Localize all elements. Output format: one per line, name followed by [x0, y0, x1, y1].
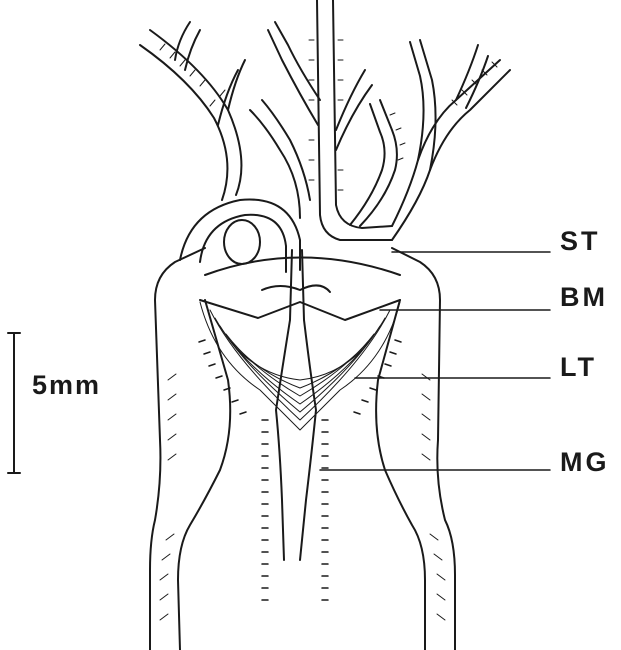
body-outline [150, 248, 455, 650]
leader-lines [320, 252, 550, 470]
scale-bar-label: 5mm [32, 372, 101, 399]
tracheal-taenidia [160, 40, 497, 190]
midgut-tube [262, 250, 330, 560]
tracheal-branches [140, 0, 510, 240]
label-mg: MG [560, 449, 610, 476]
wall-hatching [160, 374, 445, 620]
label-st: ST [560, 228, 601, 255]
looping-trachea [180, 200, 300, 273]
label-bm: BM [560, 284, 608, 311]
scale-bar [8, 333, 20, 473]
label-lt: LT [560, 354, 597, 381]
